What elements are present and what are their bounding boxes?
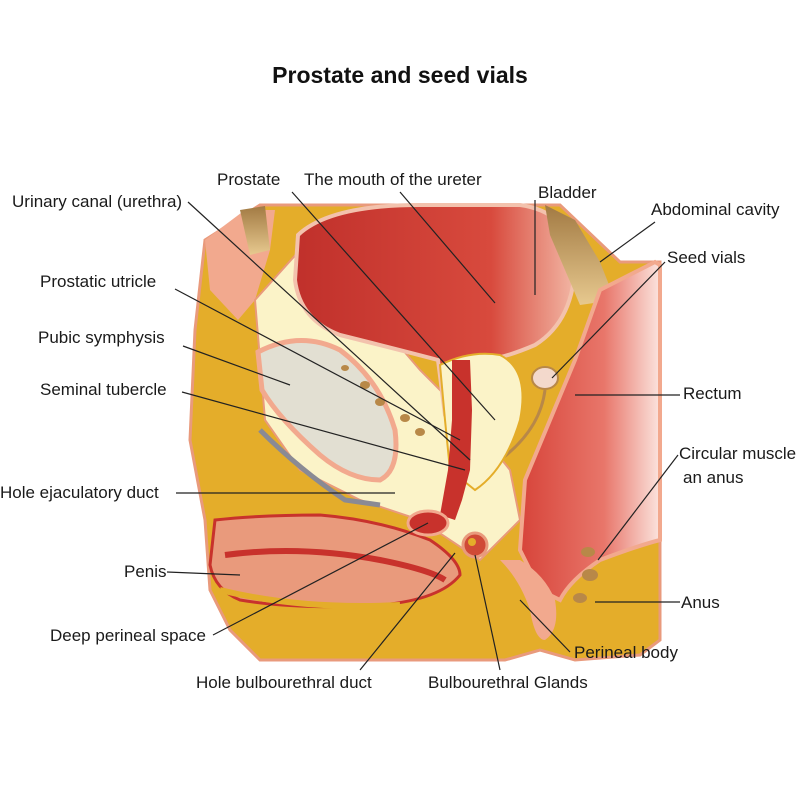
label-hole-bulbourethral-duct: Hole bulbourethral duct <box>196 673 372 692</box>
label-seminal-tubercle: Seminal tubercle <box>40 380 167 399</box>
label-rectum: Rectum <box>683 384 742 403</box>
bone-shadow <box>258 428 381 508</box>
anus-muscles <box>573 547 598 603</box>
gland-dots <box>341 365 425 436</box>
label-penis: Penis <box>124 562 167 581</box>
label-bulbourethral-glands: Bulbourethral Glands <box>428 673 588 692</box>
penis-shape <box>208 513 462 609</box>
label-perineal-body: Perineal body <box>574 643 678 662</box>
brown-fat-left <box>240 206 270 255</box>
bladder-shape <box>292 203 578 423</box>
urethra-channel <box>440 360 472 520</box>
leader-lines <box>166 191 680 671</box>
label-abdominal-cavity: Abdominal cavity <box>651 200 780 219</box>
penis-inner <box>224 548 447 583</box>
label-an-anus: an anus <box>683 468 744 487</box>
label-prostatic-utricle: Prostatic utricle <box>40 272 157 291</box>
label-seed-vials: Seed vials <box>667 248 746 267</box>
label-circular-muscle: Circular muscle <box>679 444 797 463</box>
label-mouth-of-ureter: The mouth of the ureter <box>304 170 482 189</box>
seed-vial-shape <box>531 366 559 390</box>
bulbourethral-gland-shape <box>461 531 489 559</box>
label-bladder: Bladder <box>538 183 597 202</box>
label-urethra: Urinary canal (urethra) <box>12 192 183 211</box>
label-prostate: Prostate <box>217 170 281 189</box>
penis-yellow <box>219 587 401 609</box>
label-pubic-symphysis: Pubic symphysis <box>38 328 165 347</box>
pubic-symphysis-shape <box>255 338 399 483</box>
abdominal-cavity-shape <box>545 205 615 305</box>
label-deep-perineal-space: Deep perineal space <box>50 626 206 645</box>
label-anus: Anus <box>681 593 720 612</box>
label-hole-ejaculatory-duct: Hole ejaculatory duct <box>0 483 159 502</box>
perineal-body-shape <box>500 560 557 640</box>
diagram-title: Prostate and seed vials <box>272 62 528 88</box>
